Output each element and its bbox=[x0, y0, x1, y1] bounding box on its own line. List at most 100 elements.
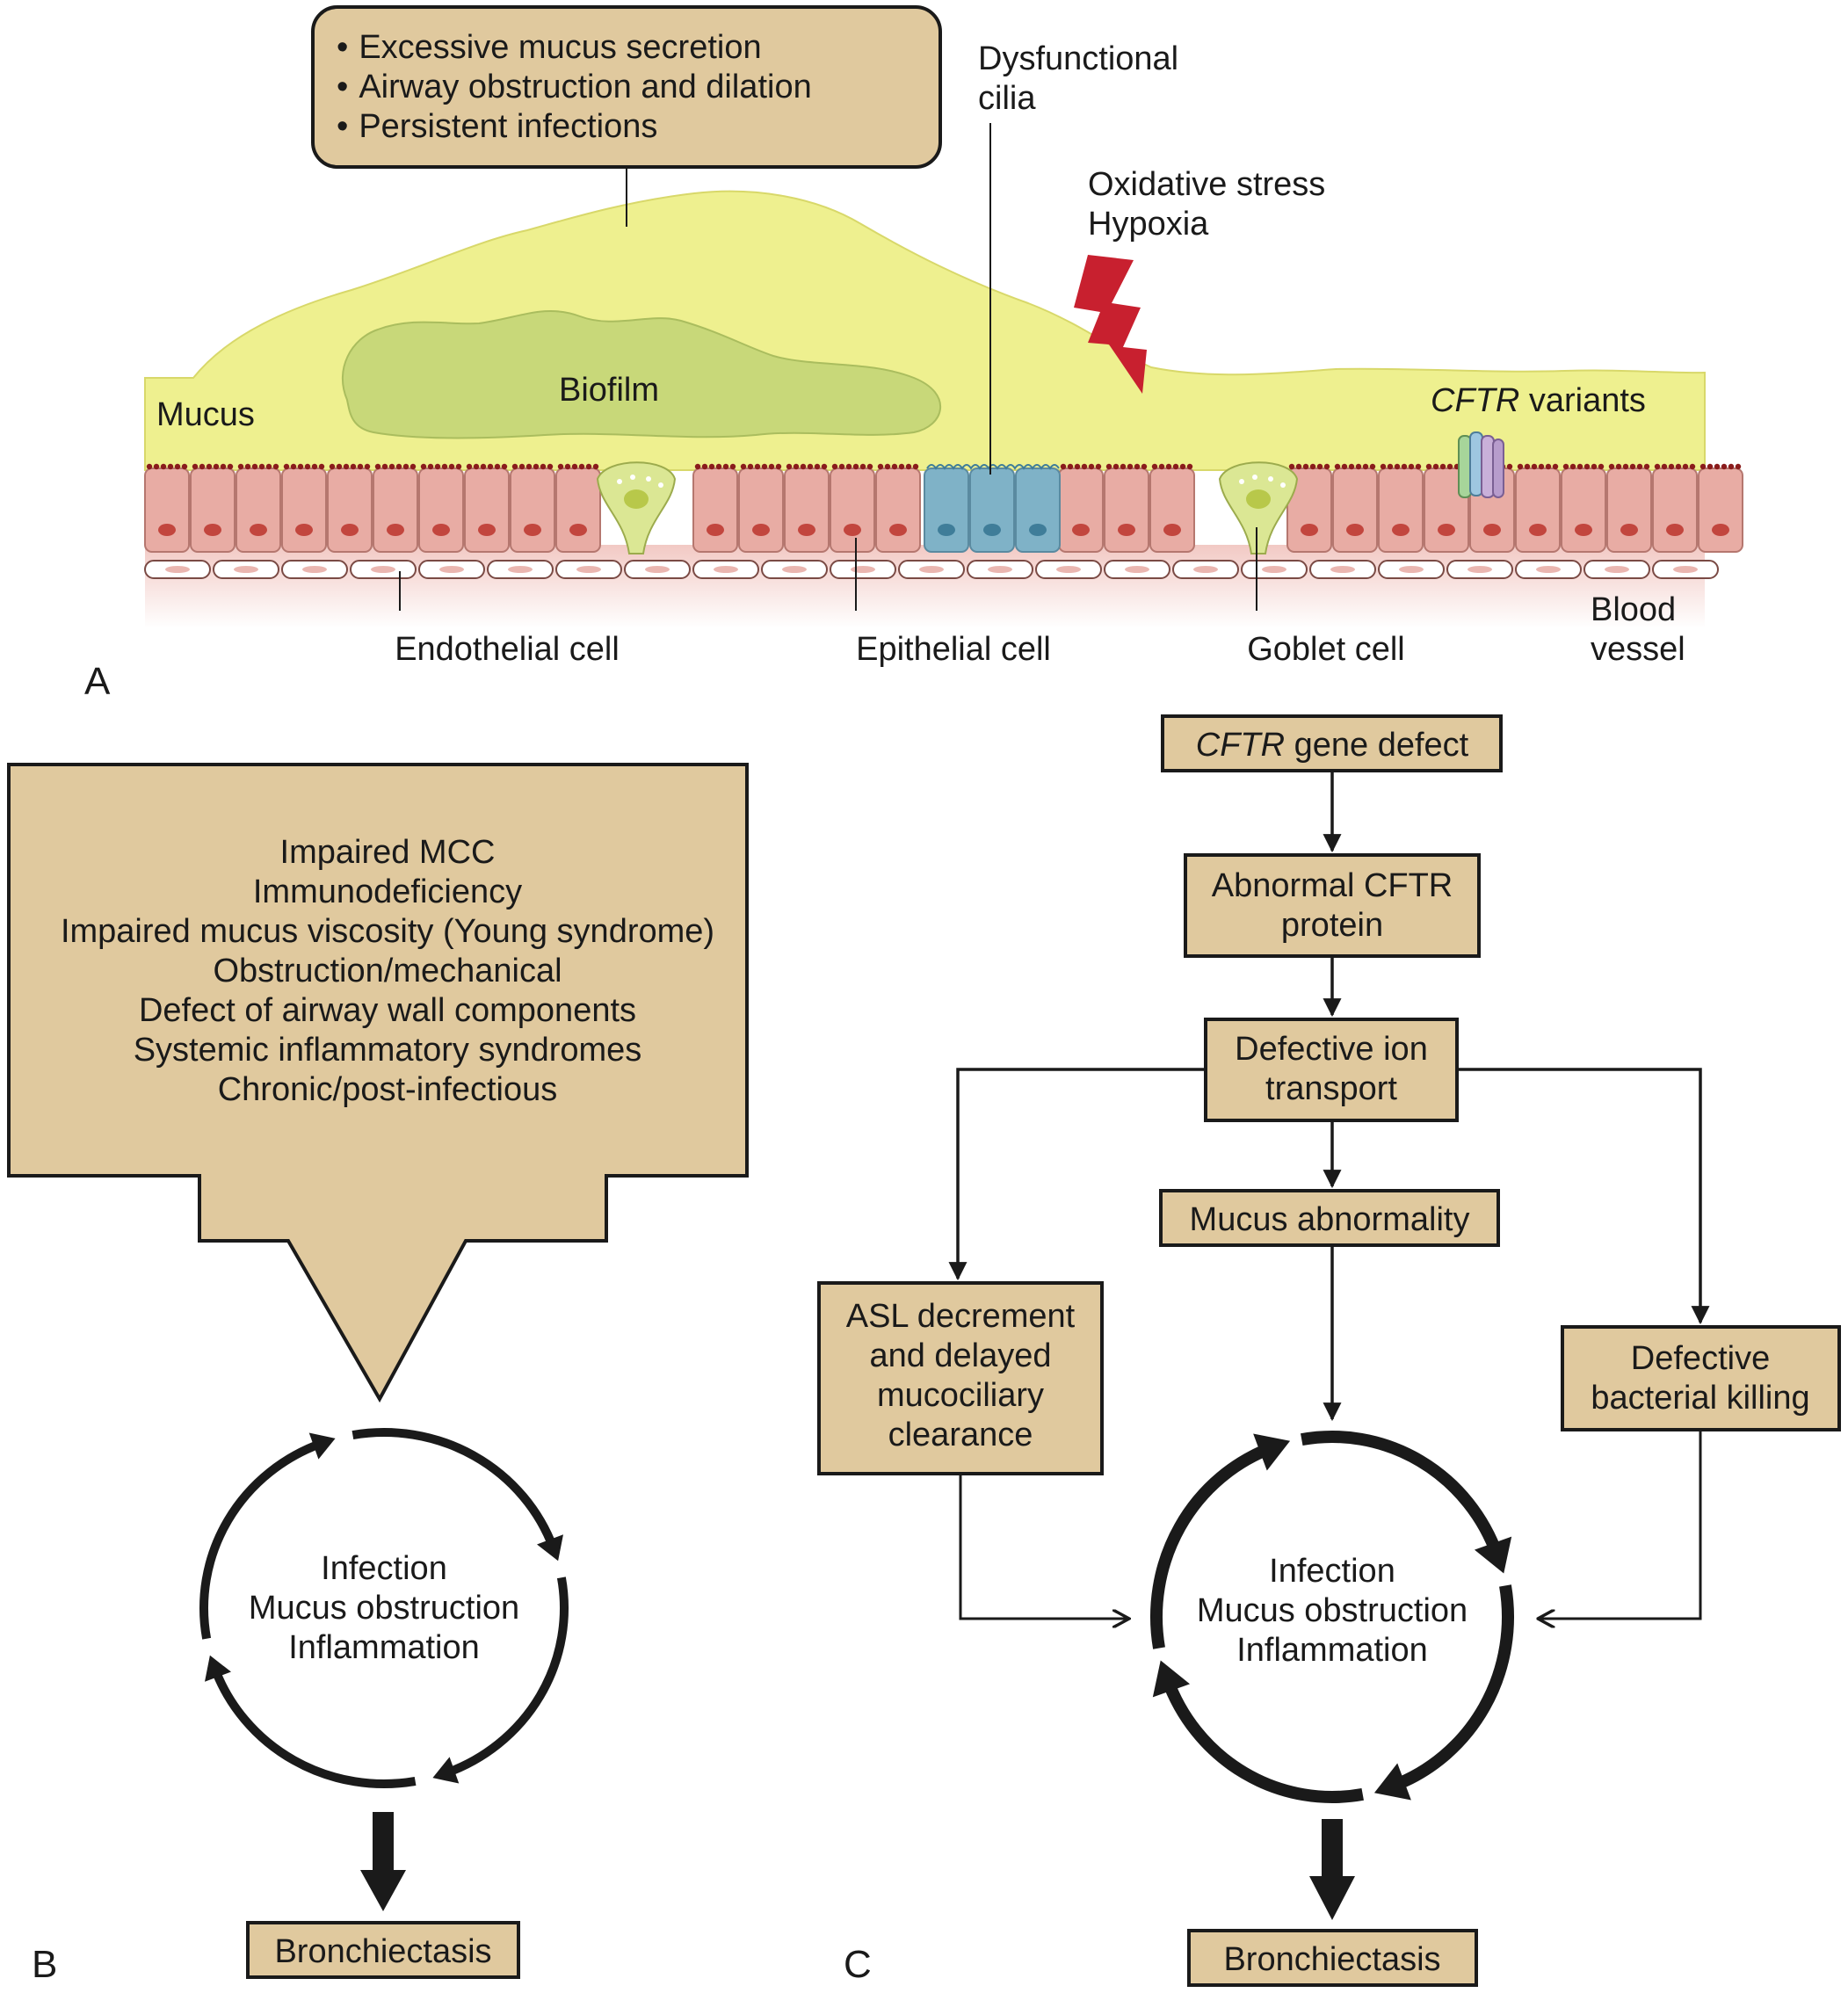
epithelial-cell bbox=[327, 463, 373, 553]
endothelial-cell bbox=[1172, 560, 1239, 579]
cause-3: Impaired mucus viscosity (Young syndrome… bbox=[61, 913, 714, 950]
bacterial-killing-box bbox=[1561, 1325, 1841, 1431]
goblet-cell-label: Goblet cell bbox=[1247, 631, 1405, 668]
vicious-cycle-b bbox=[199, 1428, 569, 1788]
abnormal-cftr-protein-box bbox=[1184, 853, 1481, 958]
cycle-c-inflammation: Inflammation bbox=[1236, 1632, 1428, 1669]
panel-b-letter: B bbox=[32, 1943, 57, 1986]
epithelial-cell bbox=[1652, 463, 1698, 553]
dysfunctional-cilia-label-line2: cilia bbox=[978, 80, 1036, 117]
cycle-arrow-segment bbox=[1301, 1430, 1512, 1574]
endothelial-cell bbox=[1446, 560, 1513, 579]
bronchiectasis-c: Bronchiectasis bbox=[1223, 1941, 1440, 1978]
abnormal-cftr-protein-line2: protein bbox=[1281, 907, 1383, 944]
endothelial-cell bbox=[967, 560, 1033, 579]
asl-line1: ASL decrement bbox=[846, 1298, 1076, 1335]
epithelial-cell bbox=[1104, 463, 1149, 553]
endothelial-cell bbox=[1583, 560, 1650, 579]
epithelial-cell bbox=[1698, 463, 1743, 553]
hypoxia-label-text: Hypoxia bbox=[1088, 206, 1209, 243]
cftr-channel-icon bbox=[1458, 431, 1504, 498]
blood-vessel-layer bbox=[145, 545, 1705, 628]
defective-ion-transport-line2: transport bbox=[1265, 1070, 1397, 1107]
endothelial-cell bbox=[487, 560, 554, 579]
arrow-ion-to-asl bbox=[948, 1068, 1206, 1281]
mucus-label: Mucus bbox=[156, 396, 255, 433]
biofilm bbox=[342, 310, 941, 439]
defective-ion-transport-line1: Defective ion bbox=[1235, 1031, 1428, 1068]
endothelial-cell bbox=[418, 560, 485, 579]
cycle-c-infection: Infection bbox=[1269, 1553, 1395, 1590]
cycle-arrow-segment bbox=[1373, 1584, 1514, 1801]
endothelial-cell-row bbox=[144, 560, 1719, 579]
endothelial-cell bbox=[350, 560, 417, 579]
asl-line2: and delayed bbox=[869, 1337, 1051, 1374]
cycle-b-mucus-obstruction: Mucus obstruction bbox=[249, 1590, 519, 1627]
panel-b: Impaired MCC Immunodeficiency Impaired m… bbox=[7, 763, 749, 1986]
epithelial-cell bbox=[373, 463, 418, 553]
epithelial-cell bbox=[144, 463, 190, 553]
asl-line4: clearance bbox=[888, 1417, 1033, 1453]
cause-6: Systemic inflammatory syndromes bbox=[134, 1032, 642, 1069]
cycle-arrow-segment bbox=[1150, 1433, 1291, 1649]
epithelial-cell bbox=[281, 463, 327, 553]
epithelial-cell bbox=[555, 463, 601, 553]
cycle-c-outcome-arrow bbox=[1309, 1819, 1355, 1920]
cftr-variants-label: CFTR variants bbox=[1431, 382, 1646, 419]
callout-bullet-1: •Excessive mucus secretion bbox=[337, 29, 762, 66]
panel-c: CFTR gene defect Abnormal CFTR protein D… bbox=[817, 714, 1841, 1987]
epithelial-cell bbox=[418, 463, 464, 553]
callout-bullet-3: •Persistent infections bbox=[337, 108, 657, 145]
cause-1: Impaired MCC bbox=[280, 834, 496, 871]
endothelial-cell bbox=[1309, 560, 1376, 579]
cause-2: Immunodeficiency bbox=[253, 873, 522, 910]
epithelial-cell bbox=[1149, 463, 1195, 553]
epithelial-cell-row bbox=[144, 463, 1743, 553]
bacterial-killing-line2: bacterial killing bbox=[1591, 1380, 1809, 1417]
panel-c-letter: C bbox=[844, 1943, 872, 1986]
cycle-b-inflammation: Inflammation bbox=[288, 1629, 480, 1666]
endothelial-cell bbox=[1104, 560, 1170, 579]
abnormal-cftr-protein-line1: Abnormal CFTR bbox=[1212, 867, 1453, 904]
endothelial-cell bbox=[1035, 560, 1102, 579]
epithelial-cell bbox=[1286, 463, 1332, 553]
cycle-b-infection: Infection bbox=[321, 1550, 447, 1587]
arrow-bacterial-to-cycle bbox=[1538, 1430, 1702, 1619]
epithelial-cell bbox=[692, 463, 738, 553]
oxidative-stress-label: Oxidative stress bbox=[1088, 166, 1325, 203]
goblet-cell-right bbox=[1218, 461, 1299, 554]
epithelial-cell bbox=[190, 463, 236, 553]
goblet-cell-left bbox=[596, 461, 677, 554]
callout-bullet-2: •Airway obstruction and dilation bbox=[337, 69, 812, 105]
cause-5: Defect of airway wall components bbox=[139, 992, 636, 1029]
epithelial-cell-label: Epithelial cell bbox=[856, 631, 1051, 668]
endothelial-cell bbox=[624, 560, 691, 579]
lightning-bolt-icon bbox=[1074, 255, 1147, 394]
causes-big-arrow bbox=[7, 763, 749, 1403]
cycle-arrow-segment bbox=[205, 1655, 417, 1788]
bronchiectasis-b: Bronchiectasis bbox=[274, 1933, 491, 1970]
cycle-arrow-segment bbox=[199, 1432, 336, 1640]
cycle-arrow-segment bbox=[432, 1576, 569, 1784]
epithelial-cell bbox=[875, 463, 921, 553]
endothelial-cell bbox=[898, 560, 965, 579]
epithelial-cell bbox=[1058, 463, 1104, 553]
epithelial-cell bbox=[1378, 463, 1424, 553]
endothelial-cell bbox=[1515, 560, 1582, 579]
bacterial-killing-line1: Defective bbox=[1631, 1340, 1770, 1377]
blood-vessel-label-line1: Blood bbox=[1591, 591, 1676, 628]
cycle-c-mucus-obstruction: Mucus obstruction bbox=[1197, 1592, 1468, 1629]
cycle-b-outcome-arrow bbox=[360, 1812, 406, 1911]
endothelial-cell bbox=[144, 560, 211, 579]
endothelial-cell bbox=[830, 560, 896, 579]
panel-a: •Excessive mucus secretion •Airway obstr… bbox=[84, 5, 1743, 703]
cftr-gene-defect: CFTR gene defect bbox=[1196, 727, 1469, 764]
vicious-cycle-c bbox=[1150, 1430, 1514, 1804]
endothelial-cell bbox=[213, 560, 279, 579]
endothelial-cell bbox=[1652, 560, 1719, 579]
mucus-abnormality: Mucus abnormality bbox=[1190, 1201, 1470, 1238]
epithelial-cell bbox=[1606, 463, 1652, 553]
cause-4: Obstruction/mechanical bbox=[213, 953, 562, 989]
endothelial-cell bbox=[555, 560, 622, 579]
